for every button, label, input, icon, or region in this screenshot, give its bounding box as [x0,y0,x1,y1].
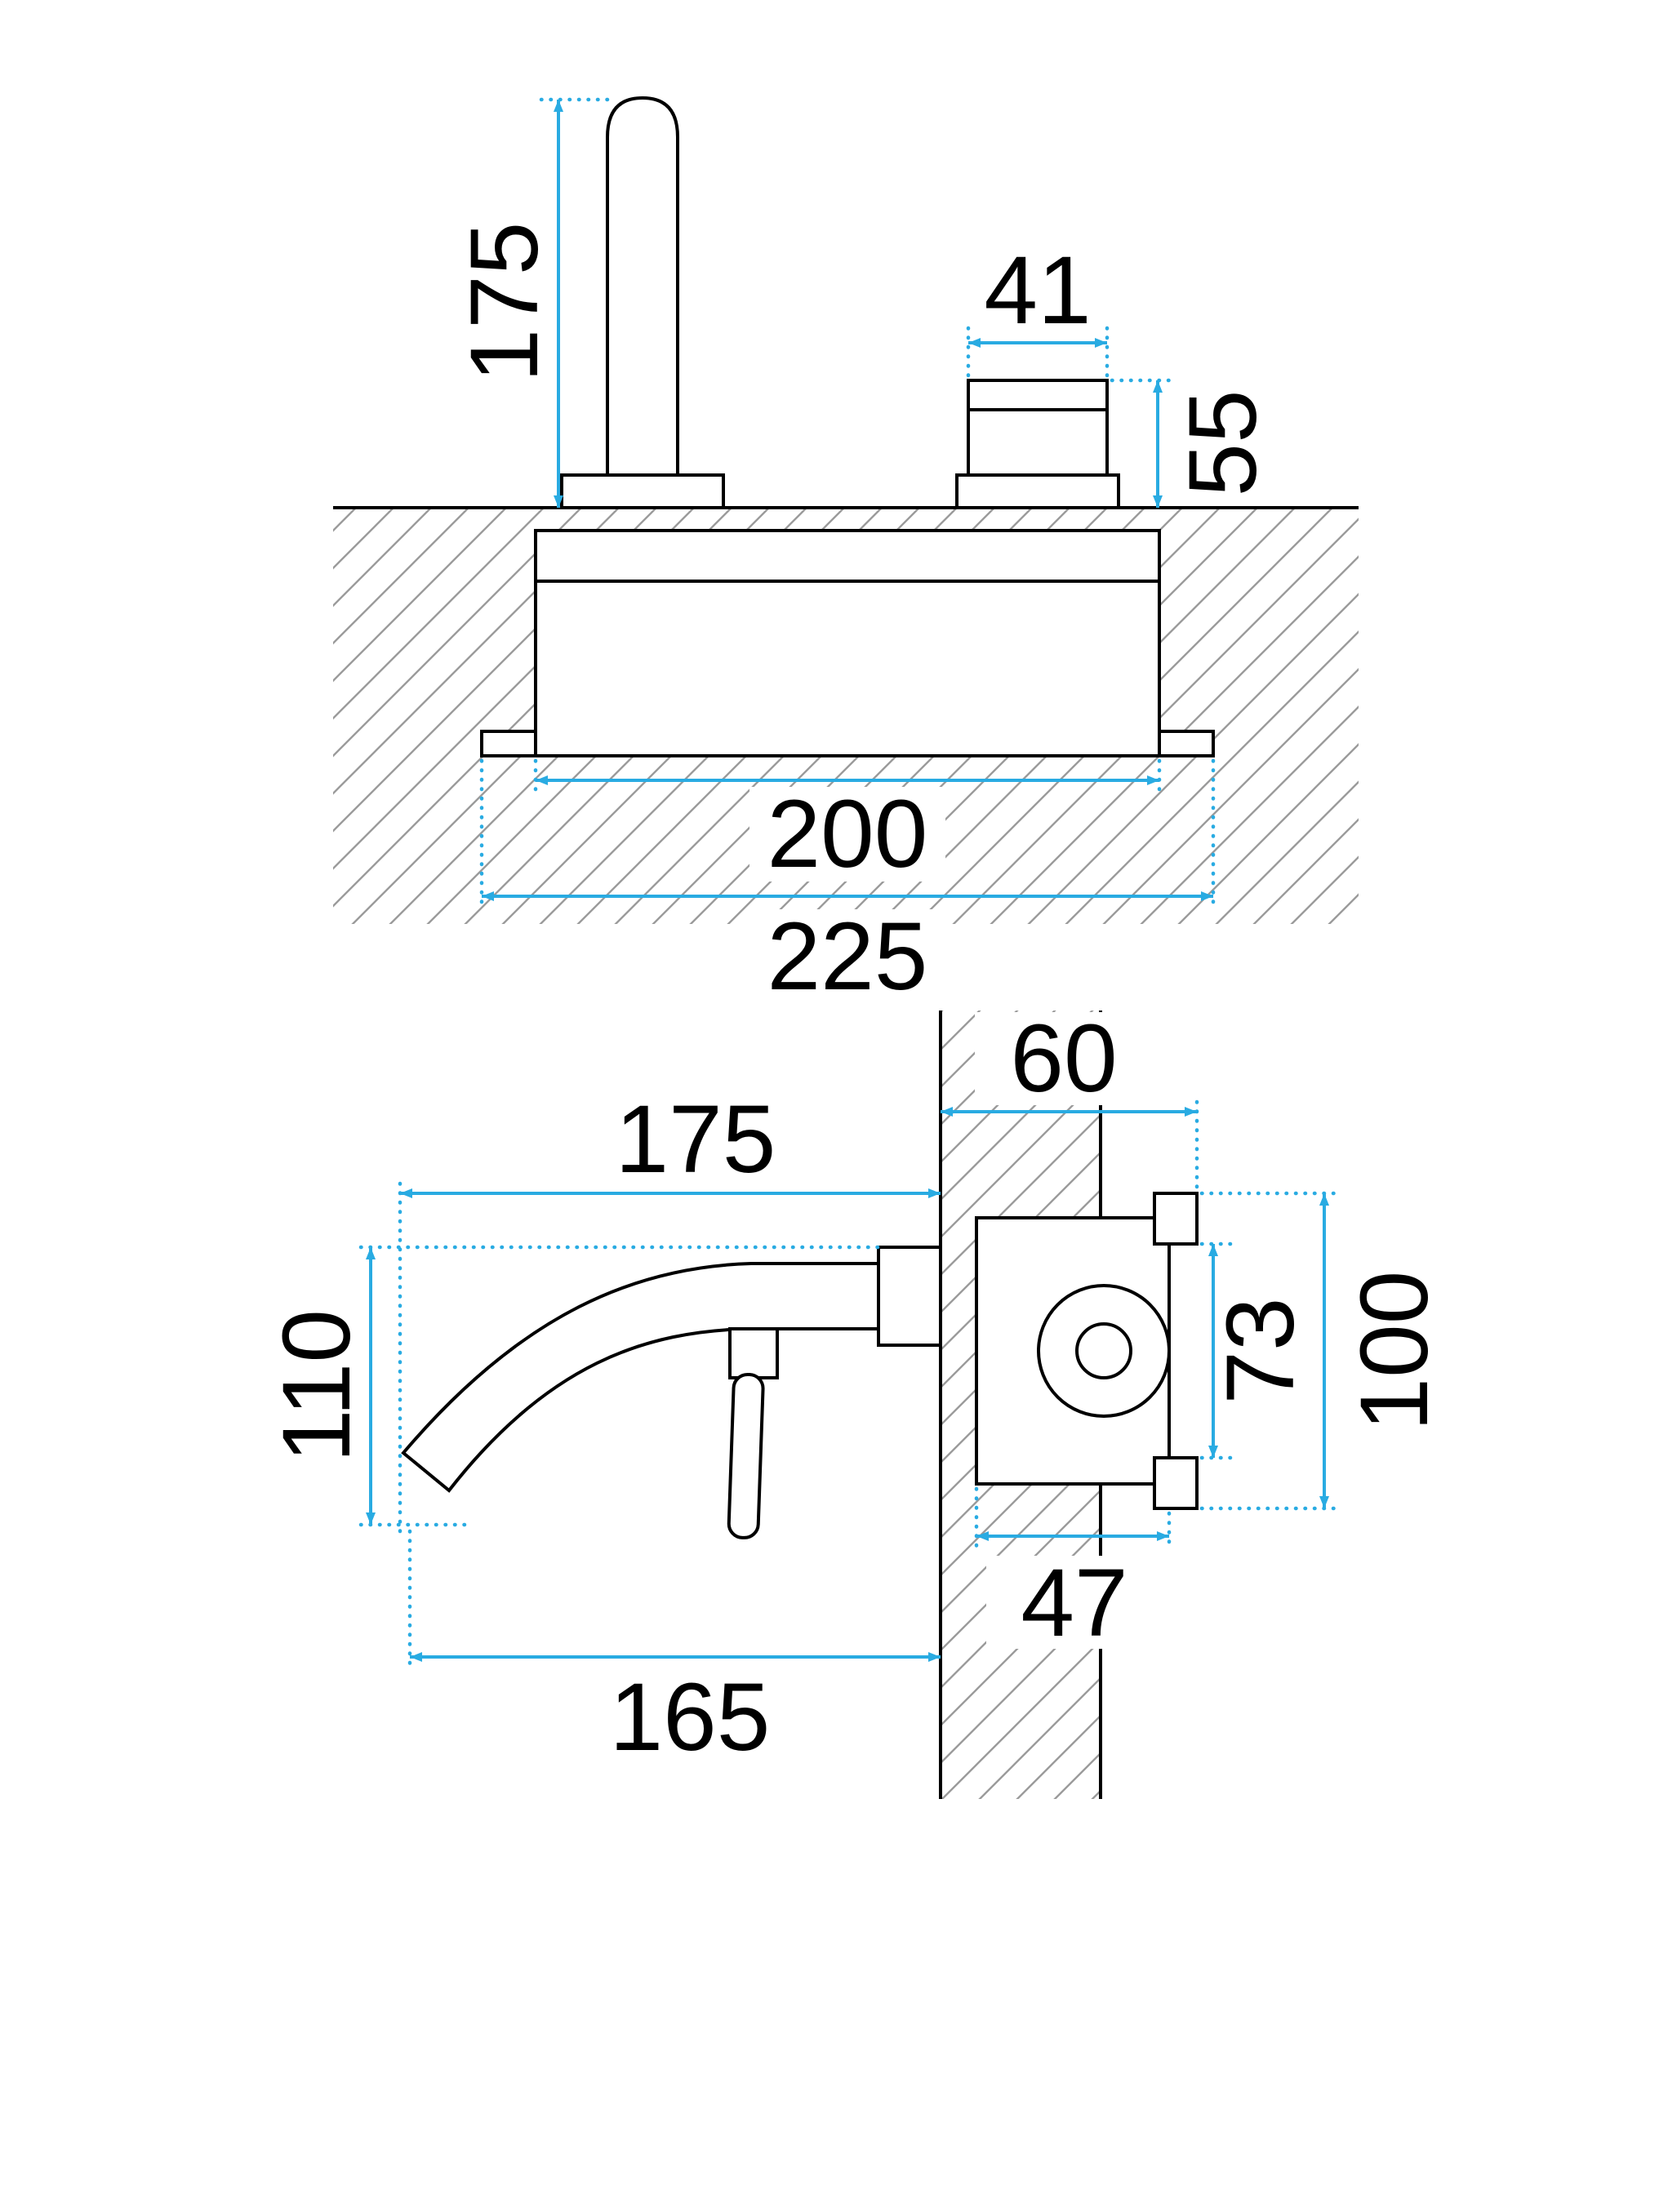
spout-curved [401,1262,880,1493]
spout-escutcheon [560,473,725,509]
valve-tab-top [1153,1192,1199,1246]
spout-riser [606,95,679,477]
dim-label-body-width: 200 [767,780,928,888]
mounting-foot-left [480,730,537,757]
valve-cartridge-inner [1075,1322,1132,1379]
handle-escutcheon [955,473,1120,509]
lever-handle [727,1372,765,1539]
dim-label-spout-drop: 110 [263,1309,371,1463]
dim-label-valve-width: 47 [1021,1549,1127,1657]
dim-label-valve-height-inner: 73 [1207,1297,1314,1404]
label-background [749,787,945,882]
dim-label-outlet-reach: 165 [610,1663,771,1771]
dim-label-overall-width: 225 [767,903,928,1011]
dim-label-wall-depth: 60 [1010,1005,1117,1113]
mixer-body [534,529,1161,757]
dim-label-valve-height-outer: 100 [1341,1271,1448,1432]
dim-label-spout-reach: 175 [616,1086,776,1193]
dim-label-handle-height: 55 [1169,389,1277,496]
top-view-front-section: 175 41 55 200 225 [333,95,1359,1011]
spout-escutcheon-side [877,1246,942,1347]
label-background [986,1556,1163,1649]
handle-knob [967,379,1109,477]
dim-label-handle-width: 41 [984,237,1091,344]
side-view-section: 175 110 60 100 73 47 165 [263,1005,1448,1799]
mounting-foot-right [1158,730,1215,757]
label-background [749,909,945,1002]
lever-joint [728,1327,779,1379]
dim-label-spout-height: 175 [451,222,558,383]
valve-tab-bottom [1153,1456,1199,1510]
label-background [975,1012,1153,1105]
